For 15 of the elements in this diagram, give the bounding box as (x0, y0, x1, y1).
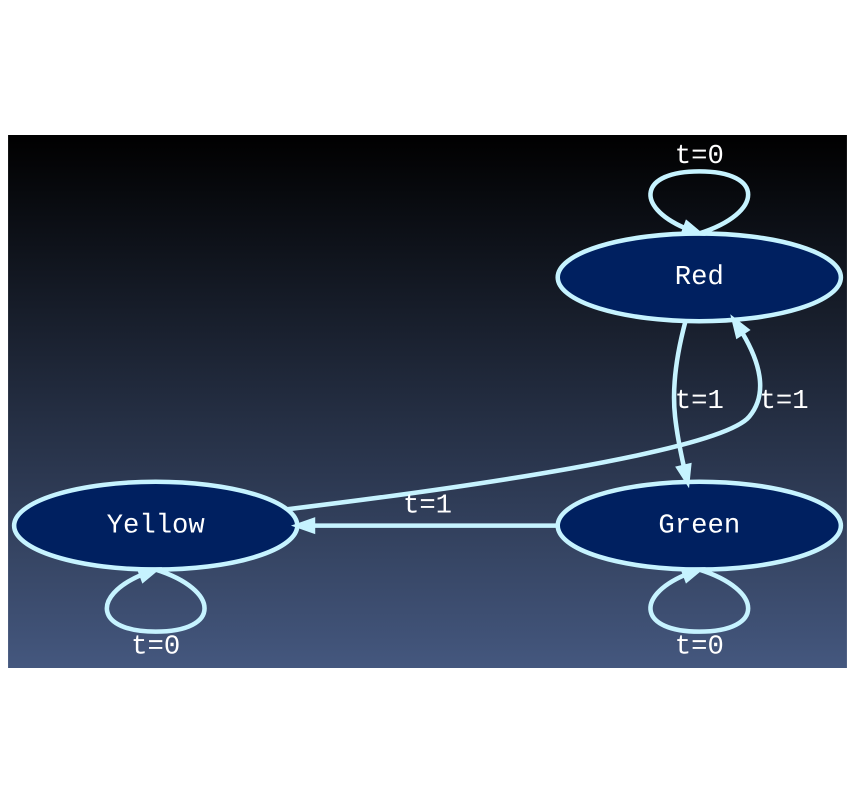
edge-label: t=1 (674, 386, 724, 418)
edge-label: t=1 (760, 386, 809, 418)
node-ellipse: Red (555, 231, 844, 324)
node-ellipse: Yellow (12, 479, 300, 572)
arrow (648, 567, 750, 634)
edge-label: t=1 (402, 490, 452, 522)
arrow (290, 517, 558, 534)
edge-label: t=0 (131, 631, 180, 662)
edge-label: t=0 (674, 631, 724, 662)
edge-label: t=0 (674, 140, 724, 172)
arrow (648, 169, 750, 236)
arrow (104, 567, 207, 634)
arrow (672, 320, 692, 488)
arrow (287, 314, 762, 512)
node-ellipse: Green (555, 479, 844, 572)
